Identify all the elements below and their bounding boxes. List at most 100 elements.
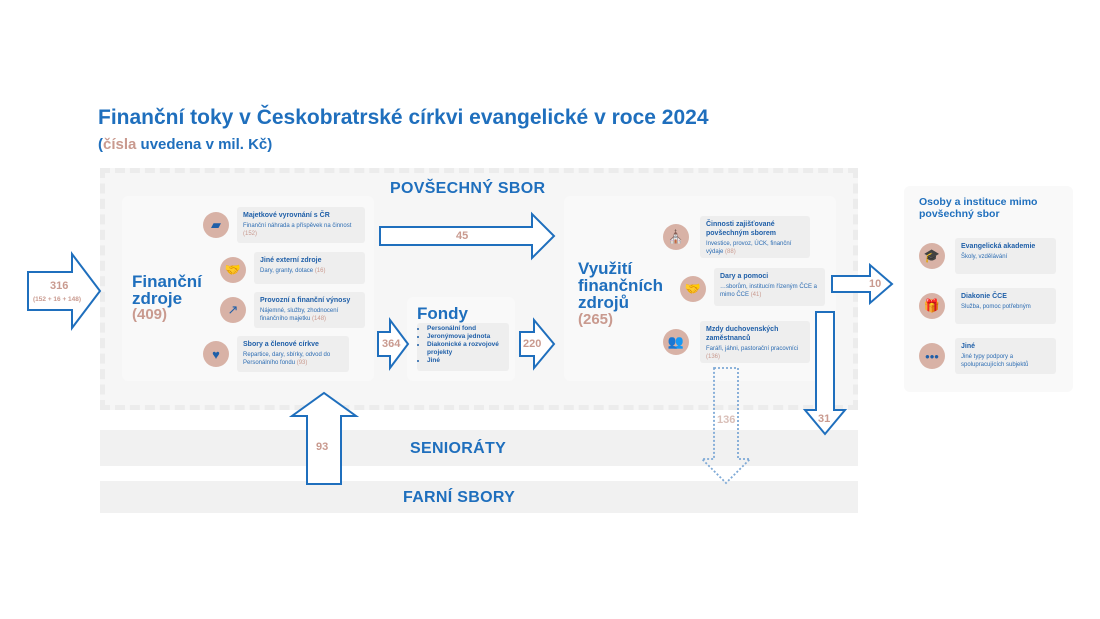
outside-title-line2: povšechný sbor: [919, 208, 1000, 220]
outside-card: Evangelická akademie Školy, vzdělávání: [955, 238, 1056, 274]
source-sub-text: Finanční náhrada a příspěvek na činnost: [243, 223, 352, 229]
source-num: (152): [243, 231, 258, 237]
source-card: Jiné externí zdroje Dary, granty, dotace…: [254, 252, 365, 284]
arrow-down-dotted: [699, 367, 753, 485]
zdroje-total: (409): [132, 306, 168, 323]
source-sub-text: Nájemné, služby, zhodnocení finančního m…: [260, 308, 339, 322]
arrow-in-main: [27, 251, 102, 331]
farni-sbory-label: FARNÍ SBORY: [403, 489, 516, 506]
usage-card: Mzdy duchovenských zaměstnanců Faráři, j…: [700, 321, 810, 363]
people-icon: 👥: [663, 329, 689, 355]
fondy-item: Diakonické a rozvojové projekty: [427, 341, 507, 357]
czech-map-icon: ▰: [203, 212, 229, 238]
arrow-to-outside: [831, 262, 894, 306]
zdroje-label: Finanční zdroje: [132, 273, 202, 307]
fondy-label: Fondy: [417, 304, 468, 323]
flow-label-down-right: 31: [818, 413, 831, 425]
source-card: Provozní a finanční výnosy Nájemné, služ…: [254, 292, 365, 328]
source-sub-text: Repartice, dary, sbírky, odvod do Person…: [243, 352, 331, 366]
page-title: Finanční toky v Českobratrské církvi eva…: [98, 106, 709, 129]
arrow-to-fondy: [377, 317, 410, 371]
gift-icon: 🎁: [919, 293, 945, 319]
zdroje-label-line2: zdroje: [132, 289, 183, 308]
source-num: (148): [312, 316, 327, 322]
vyuziti-label: Využití finančních zdrojů: [578, 260, 663, 311]
flow-label-down-dotted: 136: [717, 414, 736, 426]
source-card: Sbory a členové církve Repartice, dary, …: [237, 336, 349, 372]
usage-title: Mzdy duchovenských zaměstnanců: [706, 326, 779, 342]
usage-sub: …sborům, institucím řízeným ČCE a mimo Č…: [720, 283, 819, 299]
seniorat-band: [100, 430, 858, 466]
usage-num: (88): [725, 249, 736, 255]
usage-sub: Investice, provoz, ÚCK, finanční výdaje …: [706, 240, 804, 256]
arrow-down-right: [802, 311, 848, 436]
source-num: (93): [296, 360, 308, 366]
outside-item-title: Jiné: [961, 343, 976, 350]
source-sub-text: Dary, granty, dotace: [260, 268, 314, 274]
usage-card: Dary a pomoci …sborům, institucím řízený…: [714, 268, 825, 306]
outside-item-sub: Školy, vzdělávání: [961, 254, 1008, 260]
usage-sub-text: …sborům, institucím řízeným ČCE a mimo Č…: [720, 284, 818, 298]
outside-item-sub: Jiné typy podpory a spolupracujících sub…: [961, 354, 1029, 368]
usage-sub: Faráři, jáhni, pastorační pracovníci (13…: [706, 345, 804, 361]
flow-label-to-outside: 10: [869, 278, 882, 290]
fondy-item: Personální fond: [427, 325, 507, 333]
vyuziti-label-line1: Využití: [578, 259, 633, 278]
source-title: Sbory a členové církve: [243, 341, 319, 348]
flow-label-to-fondy: 364: [382, 338, 401, 350]
source-sub: Nájemné, služby, zhodnocení finančního m…: [260, 307, 359, 323]
fondy-list-card: Personální fond Jeronýmova jednota Diako…: [417, 323, 509, 371]
vyuziti-label-line2: finančních: [578, 276, 664, 295]
usage-title: Dary a pomoci: [720, 273, 769, 280]
handshake-icon: 🤝: [680, 276, 706, 302]
usage-title: Činnosti zajišťované povšechným sborem: [706, 221, 777, 237]
usage-num: (136): [706, 354, 721, 360]
growth-chart-icon: ↗: [220, 297, 246, 323]
subtitle-accent: čísla: [103, 136, 137, 153]
source-card: Majetkové vyrovnání s ČR Finanční náhrad…: [237, 207, 365, 243]
flow-label-in-main-detail: (152 + 16 + 148): [33, 296, 82, 303]
seniorat-label: SENIORÁTY: [410, 440, 507, 457]
flow-label-from-fondy: 220: [523, 338, 542, 350]
source-title: Provozní a finanční výnosy: [260, 297, 351, 304]
heart-icon: ♥: [203, 341, 229, 367]
handshake-icon: 🤝: [220, 257, 246, 283]
arrow-from-fondy: [519, 317, 556, 371]
outside-title-line1: Osoby a instituce mimo: [919, 196, 1038, 208]
subtitle-rest: uvedena v mil. Kč): [136, 136, 273, 153]
usage-sub-text: Faráři, jáhni, pastorační pracovníci: [706, 346, 799, 352]
flow-label-from-sbory: 93: [316, 441, 329, 453]
farni-band: [100, 481, 858, 513]
graduation-cap-icon: 🎓: [919, 243, 945, 269]
outside-card: Jiné Jiné typy podpory a spolupracujícíc…: [955, 338, 1056, 374]
source-sub: Dary, granty, dotace (16): [260, 267, 359, 275]
fondy-item: Jeronýmova jednota: [427, 333, 507, 341]
fondy-item: Jiné: [427, 357, 507, 365]
outside-item-title: Diakonie ČCE: [961, 293, 1007, 300]
page-subtitle: (čísla uvedena v mil. Kč): [98, 136, 272, 153]
source-title: Jiné externí zdroje: [260, 257, 322, 264]
vyuziti-label-line3: zdrojů: [578, 293, 629, 312]
zdroje-label-line1: Finanční: [132, 272, 202, 291]
source-sub: Finanční náhrada a příspěvek na činnost …: [243, 222, 359, 238]
usage-card: Činnosti zajišťované povšechným sborem I…: [700, 216, 810, 258]
usage-num: (41): [750, 292, 762, 298]
arrow-from-sbory: [288, 391, 360, 485]
povsechny-sbor-label: POVŠECHNÝ SBOR: [390, 180, 546, 197]
source-sub: Repartice, dary, sbírky, odvod do Person…: [243, 351, 343, 367]
vyuziti-total: (265): [578, 311, 614, 328]
usage-sub-text: Investice, provoz, ÚCK, finanční výdaje: [706, 241, 792, 255]
more-dots-icon: •••: [919, 343, 945, 369]
source-num: (16): [314, 268, 326, 274]
outside-card: Diakonie ČCE Služba, pomoc potřebným: [955, 288, 1056, 324]
flow-label-to-usage: 45: [456, 230, 469, 242]
source-title: Majetkové vyrovnání s ČR: [243, 212, 330, 219]
outside-item-title: Evangelická akademie: [961, 243, 1036, 250]
outside-title: Osoby a instituce mimo povšechný sbor: [919, 196, 1037, 220]
church-building-icon: ⛪: [663, 224, 689, 250]
outside-item-sub: Služba, pomoc potřebným: [961, 304, 1031, 310]
subtitle-open: (: [98, 136, 103, 153]
arrow-to-usage: [379, 211, 556, 261]
flow-label-in-main: 316: [50, 280, 69, 292]
